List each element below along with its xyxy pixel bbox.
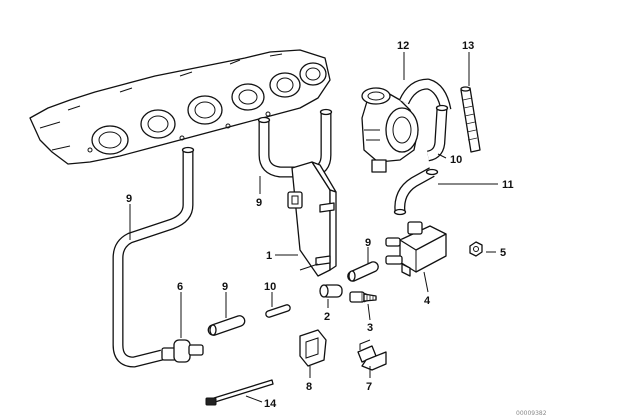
bolt bbox=[349, 291, 378, 303]
callout-8: 8 bbox=[306, 381, 312, 393]
cable-tie bbox=[205, 379, 274, 406]
reference-number: 00009382 bbox=[516, 410, 547, 417]
hose-11 bbox=[393, 167, 439, 216]
callout-9-right: 9 bbox=[365, 237, 371, 249]
callout-4: 4 bbox=[424, 295, 431, 307]
callout-14: 14 bbox=[264, 398, 277, 410]
vacuum-hose-u bbox=[257, 108, 333, 178]
callout-10-right: 10 bbox=[450, 154, 462, 166]
callout-9-lower: 9 bbox=[222, 281, 228, 293]
hose-13 bbox=[460, 86, 481, 153]
holder bbox=[357, 339, 387, 371]
clip bbox=[299, 329, 327, 367]
hose-10 bbox=[426, 104, 449, 162]
callout-3: 3 bbox=[367, 322, 373, 334]
hose-piece-9 bbox=[207, 315, 246, 336]
callout-9-left: 9 bbox=[126, 193, 132, 205]
callout-1: 1 bbox=[266, 250, 272, 262]
callout-11: 11 bbox=[502, 179, 514, 191]
leader-lines bbox=[129, 52, 498, 403]
callout-2: 2 bbox=[324, 311, 330, 323]
connector-piece bbox=[319, 284, 343, 298]
callout-12: 12 bbox=[397, 40, 409, 52]
callout-13: 13 bbox=[462, 40, 474, 52]
air-valve bbox=[361, 87, 419, 173]
callout-6: 6 bbox=[177, 281, 183, 293]
check-valve bbox=[161, 339, 204, 363]
callout-7: 7 bbox=[366, 381, 372, 393]
hose-12 bbox=[398, 78, 452, 112]
nut bbox=[469, 241, 483, 257]
vacuum-hose-long bbox=[112, 146, 195, 368]
intake-manifold bbox=[29, 49, 331, 165]
bracket bbox=[287, 161, 337, 277]
callout-9-center: 9 bbox=[256, 197, 262, 209]
callout-5: 5 bbox=[500, 247, 506, 259]
callout-10-lower: 10 bbox=[264, 281, 276, 293]
callout-labels: 1 2 3 4 5 6 7 8 9 9 9 9 10 10 11 12 13 1… bbox=[126, 40, 514, 410]
hose-piece-10 bbox=[265, 304, 291, 318]
hose-piece-9b bbox=[347, 261, 379, 282]
solenoid-valve bbox=[385, 221, 447, 277]
